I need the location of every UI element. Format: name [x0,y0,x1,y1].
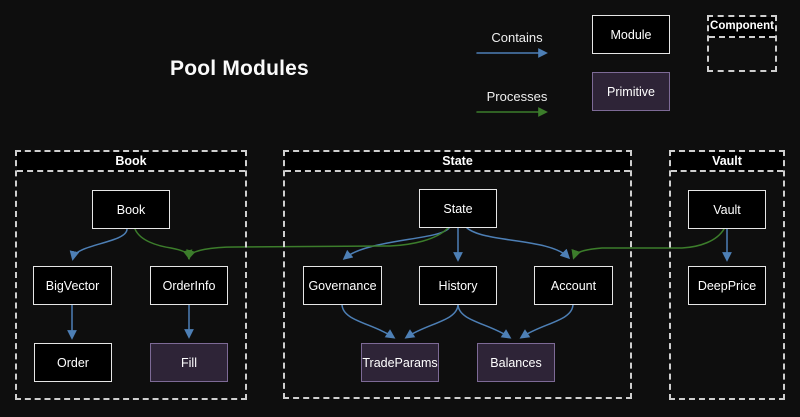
node-state-label: State [443,201,473,216]
legend-primitive-label: Primitive [607,84,655,99]
node-account: Account [534,266,613,305]
legend-contains-label: Contains [491,30,543,45]
node-book: Book [92,190,170,229]
node-history: History [419,266,497,305]
node-state: State [419,189,497,228]
node-account-label: Account [550,278,597,293]
page-title: Pool Modules [170,57,309,80]
cluster-vault-title: Vault [671,152,783,172]
legend-module-label: Module [610,27,652,42]
legend-processes-label: Processes [486,89,548,104]
cluster-state-title: State [285,152,630,172]
node-vault: Vault [688,190,766,229]
node-fill-label: Fill [181,355,197,370]
node-tradeparams: TradeParams [361,343,439,382]
node-order: Order [34,343,112,382]
cluster-state: State [283,150,632,399]
node-governance-label: Governance [308,278,377,293]
cluster-vault: Vault [669,150,785,400]
legend-component-box: Component [707,15,777,72]
cluster-book: Book [15,150,247,400]
node-vault-label: Vault [713,202,741,217]
node-orderinfo: OrderInfo [150,266,228,305]
legend-component-label: Component [709,17,775,38]
node-orderinfo-label: OrderInfo [162,278,216,293]
node-fill: Fill [150,343,228,382]
node-tradeparams-label: TradeParams [362,355,438,370]
node-balances: Balances [477,343,555,382]
node-deepprice: DeepPrice [688,266,766,305]
legend-module-box: Module [592,15,670,54]
cluster-book-title: Book [17,152,245,172]
node-bigvector-label: BigVector [45,278,100,293]
node-governance: Governance [303,266,382,305]
node-bigvector: BigVector [33,266,112,305]
node-history-label: History [438,278,478,293]
node-book-label: Book [116,202,146,217]
node-balances-label: Balances [490,355,542,370]
legend-primitive-box: Primitive [592,72,670,111]
node-deepprice-label: DeepPrice [697,278,757,293]
node-order-label: Order [57,355,89,370]
